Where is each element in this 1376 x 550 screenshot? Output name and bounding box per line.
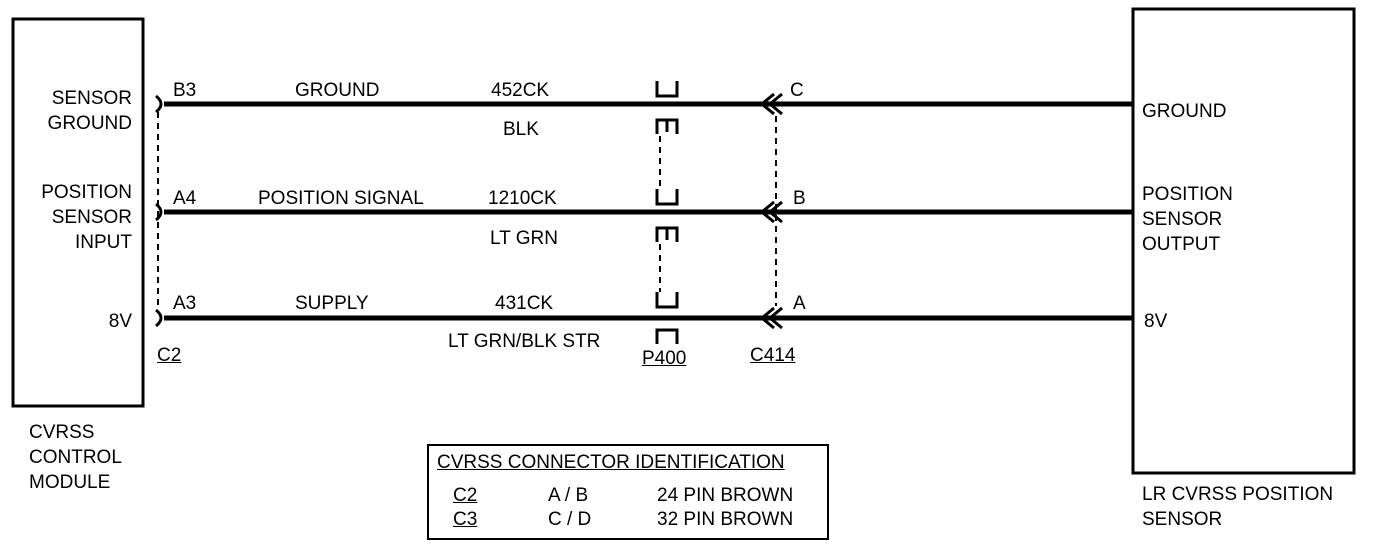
c414-connector-chevrons [759,92,783,330]
module-pin-b3: B3 [173,80,197,101]
sensor-pin-label-position-sensor-output: POSITION SENSOR OUTPUT [1142,184,1233,255]
table-row-1-description: 24 PIN BROWN [657,485,794,506]
control-module-box [11,17,145,408]
wire-supply-color: LT GRN/BLK STR [448,331,601,352]
p400-connector-symbols [655,81,679,344]
connector-p400-label: P400 [642,348,687,369]
c414-pin-b: B [793,188,806,209]
table-row-2-name: C3 [453,509,478,530]
wire-supply-circuit: 431CK [495,293,554,314]
module-pin-label-sensor-ground: SENSOR GROUND [47,88,132,134]
sensor-pin-label-8v: 8V [1144,311,1168,332]
wire-position-signal-color: LT GRN [490,228,558,249]
c414-pin-a: A [793,293,806,314]
table-row-1-name: C2 [453,485,478,506]
module-pin-label-position-sensor-input: POSITION SENSOR INPUT [41,182,132,253]
position-sensor-name: LR CVRSS POSITION SENSOR [1142,484,1334,530]
connector-c2-label: C2 [157,345,182,366]
module-pin-a4: A4 [173,188,197,209]
wire-position-signal-circuit: 1210CK [488,188,557,209]
wires [164,101,1133,321]
control-module-name: CVRSS CONTROL MODULE [29,422,122,493]
connector-c414-label: C414 [750,345,796,366]
wire-ground-color: BLK [503,119,539,140]
module-pin-a3: A3 [173,293,197,314]
connector-identification-table: CVRSS CONNECTOR IDENTIFICATION C2 A / B … [427,444,829,540]
wire-position-signal-function: POSITION SIGNAL [258,188,424,209]
sensor-pin-label-ground: GROUND [1142,101,1227,122]
wire-ground-function: GROUND [295,80,380,101]
c414-pin-c: C [790,80,804,101]
table-row-2-description: 32 PIN BROWN [657,509,794,530]
wire-supply-function: SUPPLY [295,293,369,314]
position-sensor-box [1131,7,1356,475]
table-row-1-halves: A / B [548,485,589,506]
connector-table-title: CVRSS CONNECTOR IDENTIFICATION [437,452,785,473]
table-row-2-halves: C / D [548,509,592,530]
module-pin-label-8v: 8V [108,311,132,332]
wire-ground-circuit: 452CK [491,80,550,101]
